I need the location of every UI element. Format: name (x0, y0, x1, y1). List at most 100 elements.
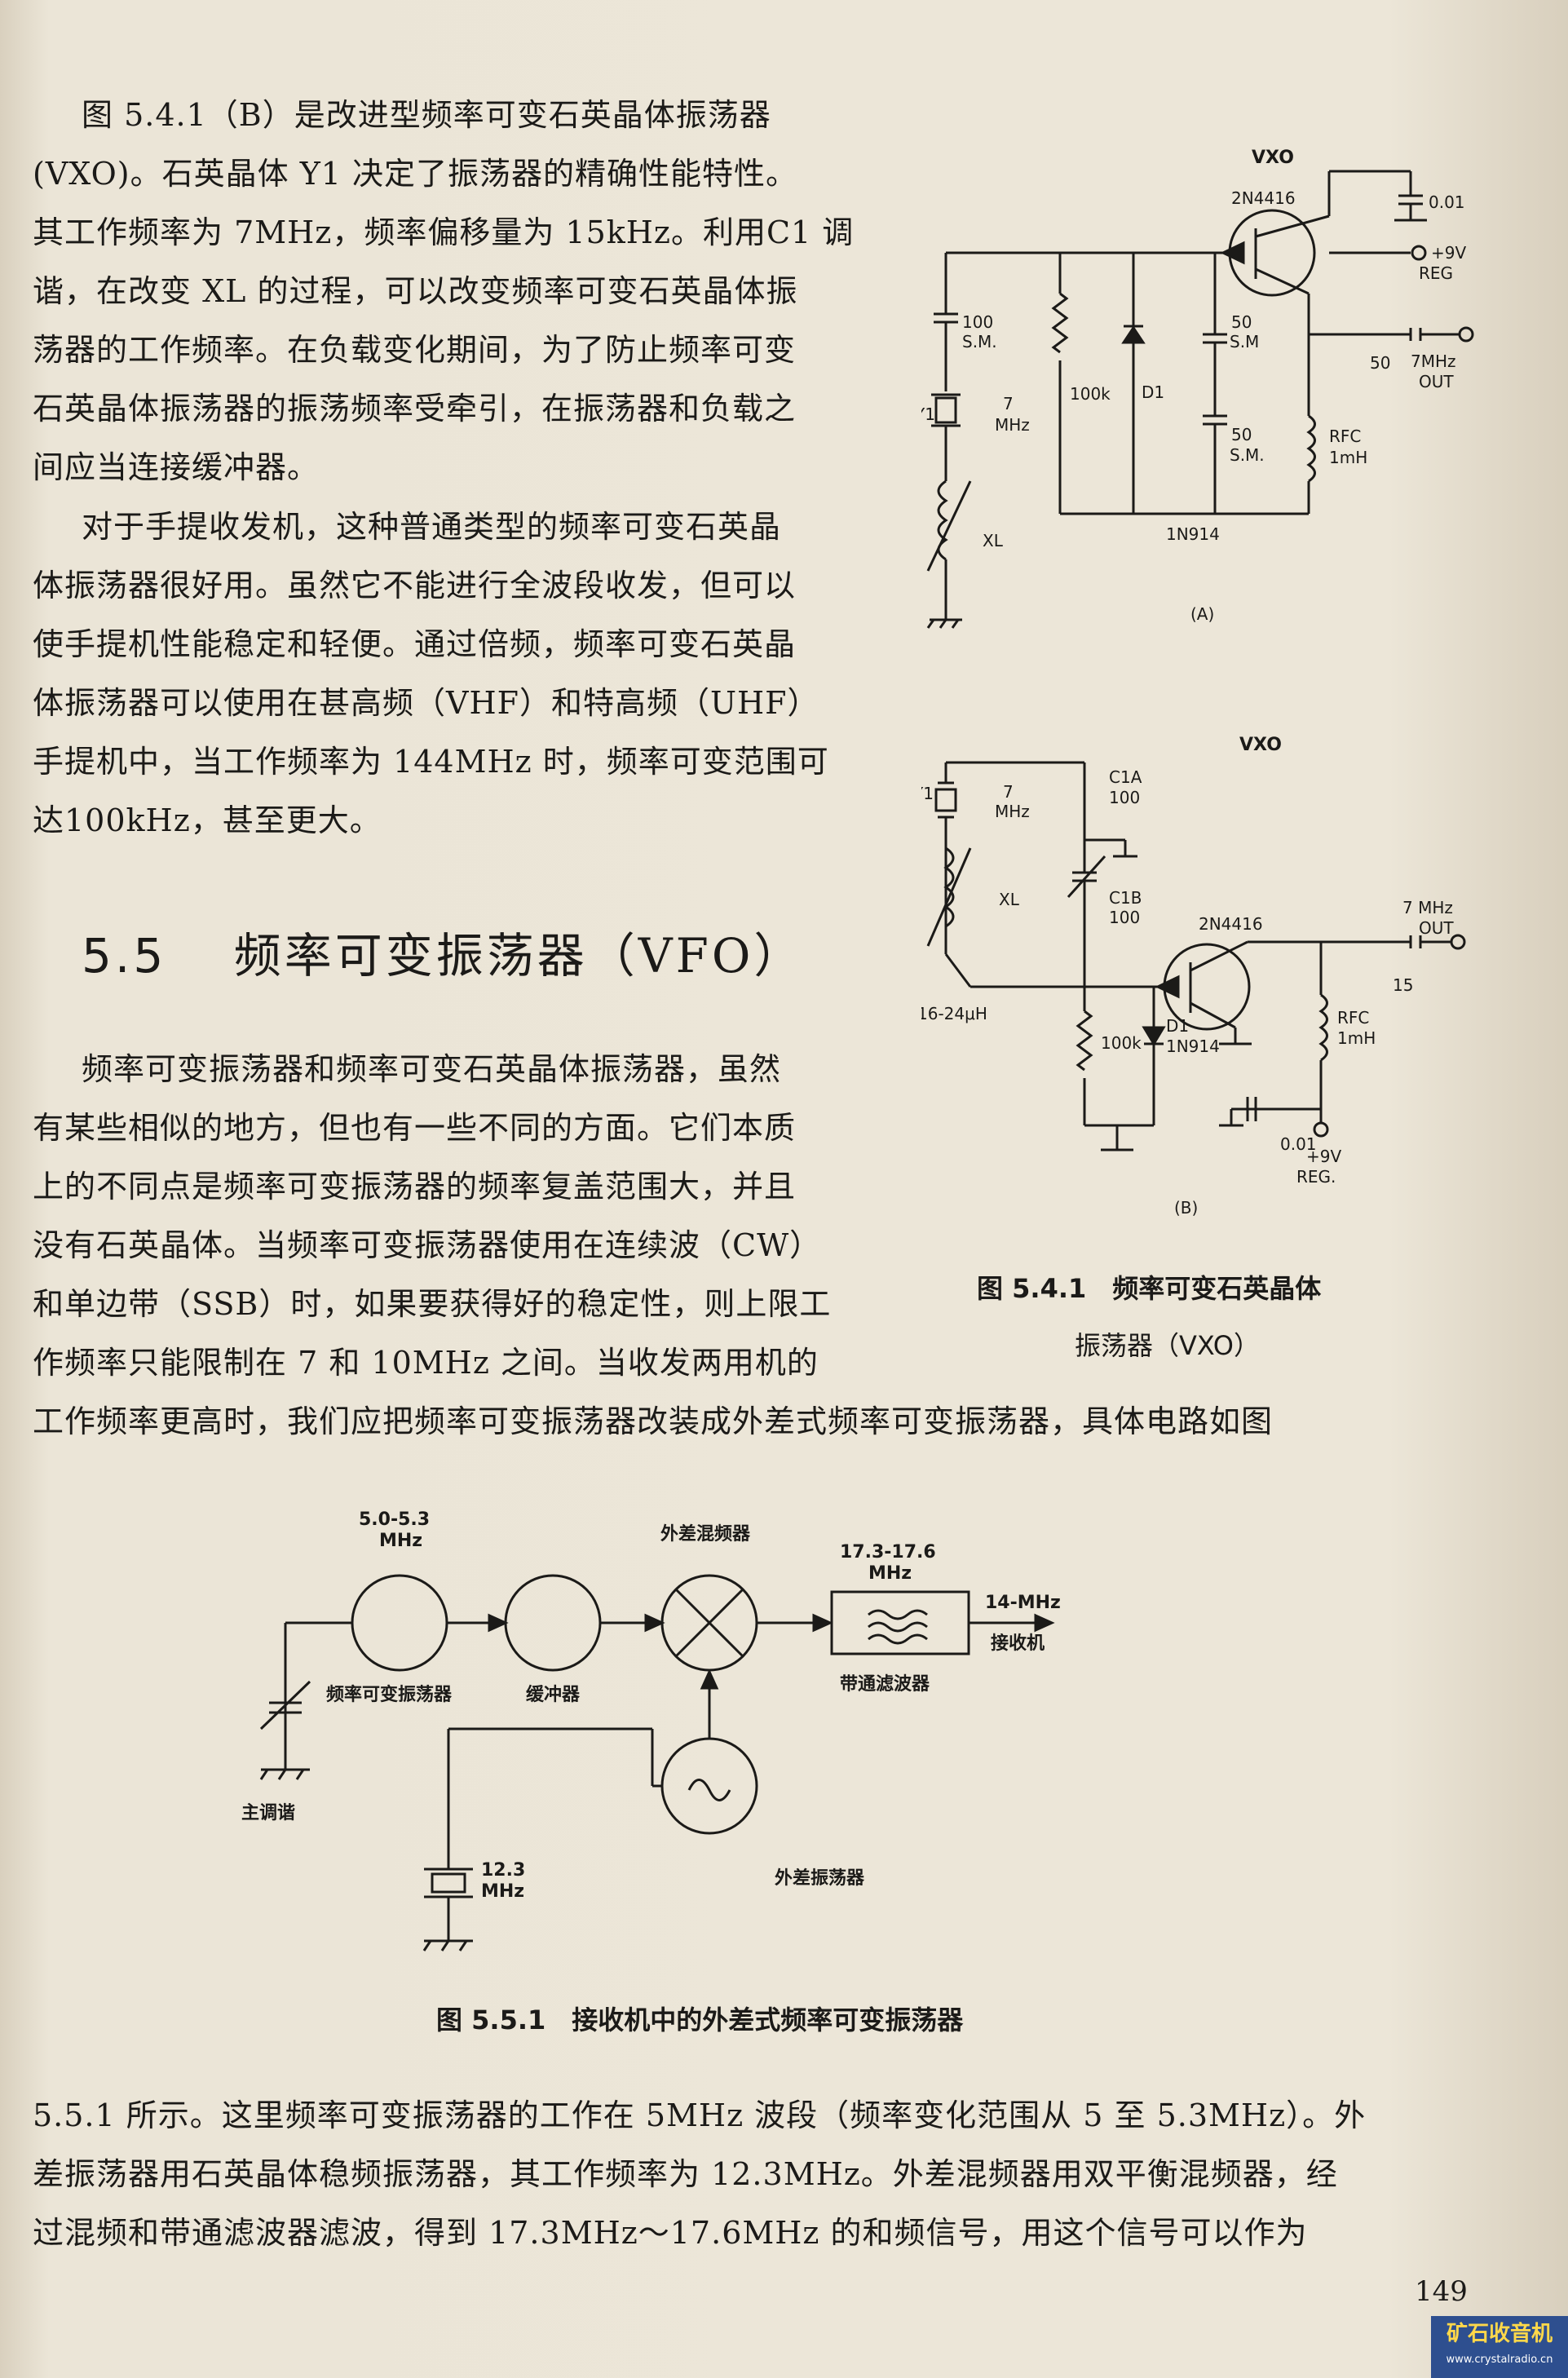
vxo-a-c50a: 50 (1231, 312, 1252, 332)
figure-5-4-1-caption-line2: 振荡器（VXO） (1075, 1330, 1260, 1361)
vxo-b-c1a: C1A (1109, 767, 1142, 787)
paragraph-4: 5.5.1 所示。这里频率可变振荡器的工作在 5MHz 波段（频率变化范围从 5… (33, 2086, 1541, 2262)
figure-5-4-1-caption-line1: 图 5.4.1 频率可变石英晶体 (977, 1273, 1322, 1304)
vxo-b-title: VXO (1239, 735, 1282, 755)
buffer-label: 缓冲器 (526, 1684, 581, 1705)
text-line: (VXO)。石英晶体 Y1 决定了振荡器的精确性能特性。 (33, 156, 798, 192)
vxo-a-vcc: +9V (1431, 243, 1466, 263)
vxo-a-out1: 7MHz (1411, 351, 1456, 371)
vxo-a-c50b: 50 (1231, 425, 1252, 444)
vxo-b-vcc: +9V (1306, 1147, 1341, 1166)
vxo-b-out2: OUT (1419, 918, 1454, 938)
vxo-b-cout: 15 (1393, 975, 1413, 995)
text-line: 对于手提收发机，这种普通类型的频率可变石英晶 (82, 509, 782, 545)
text-line: 差振荡器用石英晶体稳频振荡器，其工作频率为 12.3MHz。外差混频器用双平衡混… (33, 2156, 1338, 2192)
vxo-a-rfc-val: 1mH (1329, 448, 1367, 467)
text-line: 没有石英晶体。当频率可变振荡器使用在连续波（CW） (33, 1227, 822, 1263)
text-line: 图 5.4.1（B）是改进型频率可变石英晶体振荡器 (82, 97, 771, 133)
vxo-a-c-top: 0.01 (1429, 192, 1465, 212)
vxo-b-xl: XL (999, 890, 1020, 909)
vxo-a-sm3: S.M. (1230, 445, 1265, 465)
figure-5-5-1-caption: 图 5.5.1 接收机中的外差式频率可变振荡器 (436, 2005, 964, 2035)
text-line: 荡器的工作频率。在负载变化期间，为了防止频率可变 (33, 332, 797, 368)
bpf-block (830, 1590, 970, 1655)
vxo-b-c-bot: 0.01 (1280, 1134, 1317, 1154)
paragraph-1: 图 5.4.1（B）是改进型频率可变石英晶体振荡器 (VXO)。石英晶体 Y1 … (33, 86, 889, 497)
section-title: 频率可变振荡器（VFO） (233, 928, 805, 983)
het-osc-block (660, 1737, 758, 1835)
vxo-a-diode-type: 1N914 (1166, 524, 1220, 544)
vfo-block (351, 1574, 448, 1672)
text-line: 体振荡器可以使用在甚高频（VHF）和特高频（UHF） (33, 685, 819, 721)
vxo-a-out2: OUT (1419, 372, 1454, 391)
section-heading: 5.5 频率可变振荡器（VFO） (82, 917, 804, 986)
mixer-label: 外差混频器 (660, 1523, 751, 1545)
vxo-b-diode-type: 1N914 (1166, 1037, 1220, 1056)
bpf-range-2: MHz (868, 1563, 912, 1584)
page-number: 149 (1415, 2275, 1468, 2308)
output-freq: 14-MHz (985, 1593, 1061, 1613)
vxo-b-out1: 7 MHz (1402, 898, 1453, 917)
text-line: 其工作频率为 7MHz，频率偏移量为 15kHz。利用C1 调 (33, 214, 855, 250)
vxo-b-freq2: MHz (995, 802, 1030, 821)
vxo-b-transistor: 2N4416 (1199, 914, 1263, 934)
vxo-a-title: VXO (1252, 148, 1294, 168)
vxo-a-reg: REG (1419, 263, 1453, 283)
vxo-a-sm2: S.M (1230, 332, 1259, 351)
vxo-b-c1b-val: 100 (1109, 908, 1140, 927)
figure-5-5-1-diagram: 5.0-5.3 MHz 频率可变振荡器 主调谐 缓冲器 外差混频器 17.3-1… (241, 1509, 1061, 1951)
vxo-a-freq1: 7 (1003, 394, 1014, 413)
text-line: 工作频率更高时，我们应把频率可变振荡器改装成外差式频率可变振荡器，具体电路如图 (33, 1403, 1274, 1439)
vxo-b-ind: 16-24μH (921, 1004, 987, 1023)
paragraph-3: 频率可变振荡器和频率可变石英晶体振荡器，虽然 有某些相似的地方，但也有一些不同的… (33, 1040, 1533, 1451)
vxo-a-cout: 50 (1370, 353, 1390, 373)
crystal-freq-2: MHz (481, 1881, 524, 1902)
text-line: 5.5.1 所示。这里频率可变振荡器的工作在 5MHz 波段（频率变化范围从 5… (33, 2097, 1367, 2133)
vxo-b-diode: D1 (1166, 1016, 1189, 1036)
text-line: 过混频和带通滤波器滤波，得到 17.3MHz～17.6MHz 的和频信号，用这个… (33, 2215, 1308, 2251)
vxo-a-xl: XL (983, 531, 1004, 550)
main-tune-label: 主调谐 (241, 1803, 295, 1823)
vxo-b-r: 100k (1101, 1033, 1142, 1053)
vxo-b-c1b: C1B (1109, 888, 1142, 908)
text-line: 间应当连接缓冲器。 (33, 449, 320, 485)
vxo-a-diode: D1 (1142, 382, 1164, 402)
bpf-range-1: 17.3-17.6 (840, 1542, 936, 1562)
vxo-a-label: (A) (1190, 604, 1214, 624)
text-line: 作频率只能限制在 7 和 10MHz 之间。当收发两用机的 (33, 1345, 819, 1381)
watermark-url: www.crystalradio.cn (1446, 2354, 1553, 2366)
vfo-range-1: 5.0-5.3 (359, 1509, 430, 1530)
vxo-b-c1a-val: 100 (1109, 788, 1140, 807)
vxo-b-label: (B) (1174, 1198, 1198, 1218)
text-line: 体振荡器很好用。虽然它不能进行全波段收发，但可以 (33, 568, 797, 603)
vxo-b-reg: REG. (1296, 1167, 1336, 1187)
receiver-label: 接收机 (991, 1633, 1045, 1654)
section-number: 5.5 (82, 928, 167, 983)
vxo-a-transistor: 2N4416 (1231, 188, 1296, 208)
vxo-a-sm: S.M. (962, 332, 997, 351)
figure-5-4-1-schematic: VXO 2N4416 0.01 +9V REG 100 S.M. Y1 7 MH… (921, 148, 1474, 1218)
vxo-b-rfc-val: 1mH (1337, 1028, 1376, 1048)
bpf-label: 带通滤波器 (840, 1674, 930, 1695)
vxo-a-freq2: MHz (995, 415, 1030, 435)
vxo-b-rfc: RFC (1337, 1008, 1369, 1028)
text-line: 手提机中，当工作频率为 144MHz 时，频率可变范围可 (33, 744, 829, 780)
vxo-a-r: 100k (1070, 384, 1111, 404)
vfo-label: 频率可变振荡器 (326, 1684, 453, 1705)
text-line: 有某些相似的地方，但也有一些不同的方面。它们本质 (33, 1110, 797, 1146)
text-line: 使手提机性能稳定和轻便。通过倍频，频率可变石英晶 (33, 626, 797, 662)
text-line: 上的不同点是频率可变振荡器的频率复盖范围大，并且 (33, 1169, 797, 1204)
text-line: 达100kHz，甚至更大。 (33, 802, 382, 838)
het-osc-label: 外差振荡器 (775, 1867, 865, 1889)
vxo-a-c100: 100 (962, 312, 993, 332)
paragraph-2: 对于手提收发机，这种普通类型的频率可变石英晶 体振荡器很好用。虽然它不能进行全波… (33, 497, 889, 850)
crystal-freq-1: 12.3 (481, 1860, 525, 1881)
vxo-b-freq1: 7 (1003, 782, 1014, 802)
text-line: 谐，在改变 XL 的过程，可以改变频率可变石英晶体振 (33, 273, 798, 309)
vxo-a-rfc: RFC (1329, 427, 1361, 446)
text-line: 和单边带（SSB）时，如果要获得好的稳定性，则上限工 (33, 1286, 832, 1322)
text-line: 频率可变振荡器和频率可变石英晶体振荡器，虽然 (82, 1051, 782, 1087)
watermark-title: 矿石收音机 (1446, 2322, 1553, 2346)
text-line: 石英晶体振荡器的振荡频率受牵引，在振荡器和负载之 (33, 391, 797, 427)
